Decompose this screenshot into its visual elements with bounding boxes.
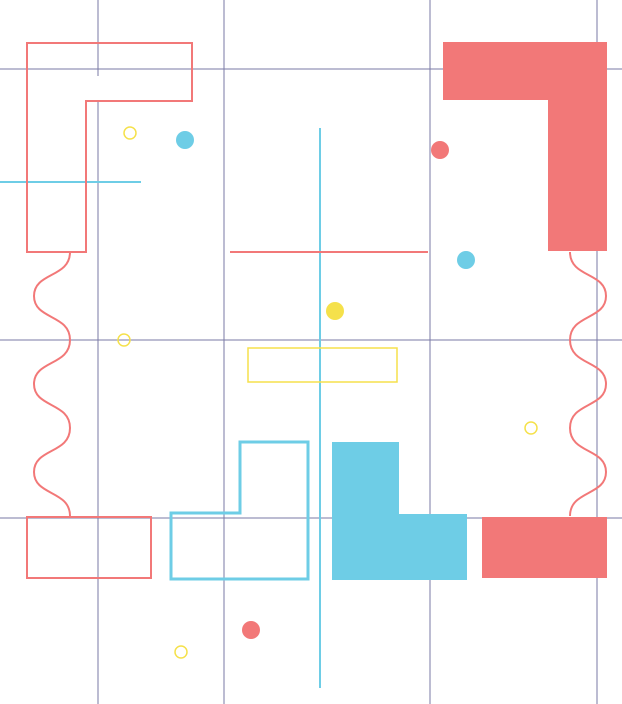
- yellow-ring-3: [524, 421, 538, 435]
- coral-wavy-line-right: [568, 251, 608, 517]
- yellow-dot-filled: [326, 302, 344, 320]
- cyan-filled-l-shape: [332, 442, 467, 580]
- yellow-ring-2: [117, 333, 131, 347]
- cyan-outline-step-shape: [169, 440, 310, 581]
- coral-filled-l-shape: [443, 42, 607, 251]
- coral-outline-l-shape: [26, 42, 193, 253]
- coral-wavy-line-left: [32, 251, 72, 517]
- coral-dot-2: [242, 621, 260, 639]
- coral-dot-1: [431, 141, 449, 159]
- cyan-dot-2: [457, 251, 475, 269]
- yellow-ring-4: [174, 645, 188, 659]
- cyan-dot-1: [176, 131, 194, 149]
- coral-outline-rectangle: [26, 516, 152, 579]
- coral-filled-rectangle: [482, 517, 607, 578]
- yellow-ring-1: [123, 126, 137, 140]
- yellow-outline-rectangle: [247, 347, 398, 383]
